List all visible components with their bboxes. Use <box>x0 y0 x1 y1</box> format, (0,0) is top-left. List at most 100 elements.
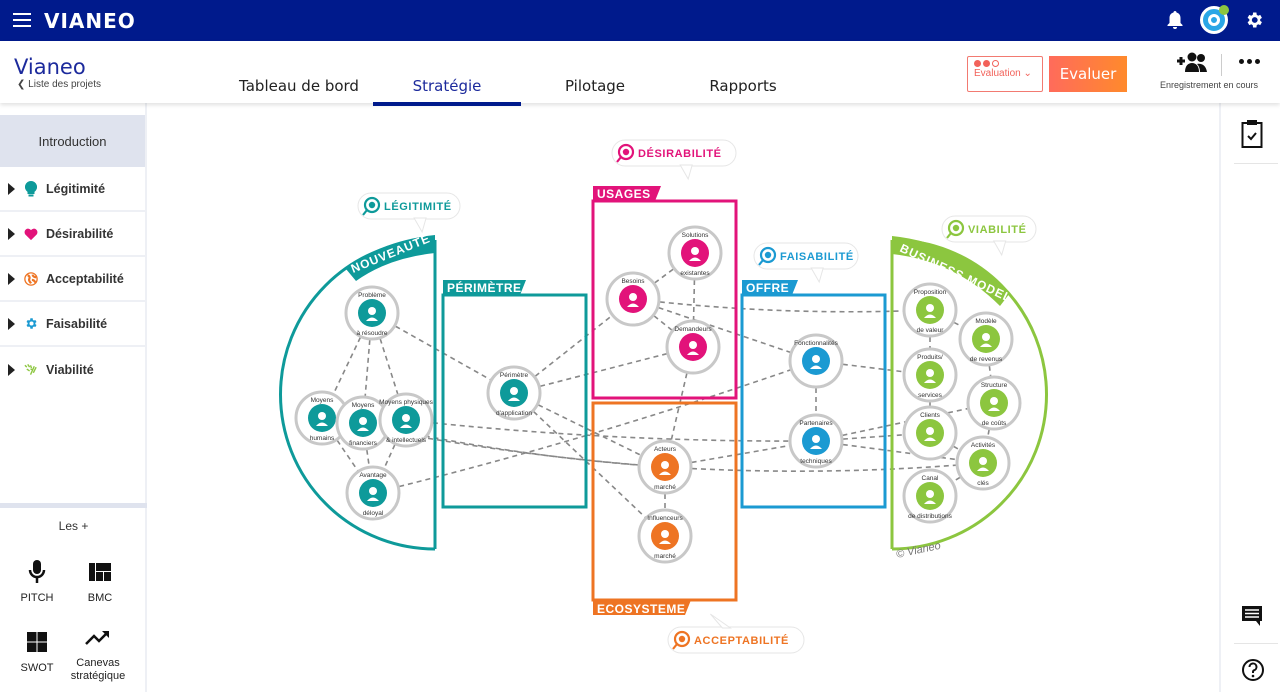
node-moyens_physiques[interactable]: Moyens physiques& intellectuels <box>378 392 434 448</box>
link-moyens_physiques-partenaires <box>405 419 817 442</box>
extras-title: Les + <box>58 519 89 533</box>
node-label-top: Structure <box>981 382 1008 389</box>
node-label-top: Acteurs <box>654 446 677 453</box>
main-tabs: Tableau de bord Stratégie Pilotage Rappo… <box>225 77 817 106</box>
tab-rapports[interactable]: Rapports <box>709 77 777 95</box>
tool-canevas-strategique[interactable]: Canevas stratégique <box>63 623 133 683</box>
node-label-bottom: financiers <box>349 440 378 447</box>
back-to-projects-link[interactable]: ❮ Liste des projets <box>17 79 101 90</box>
viabilite-magnifier-icon <box>947 219 965 237</box>
node-label-top: Problème <box>358 292 386 299</box>
globe-icon <box>24 271 38 286</box>
tool-pitch[interactable]: PITCH <box>2 558 72 604</box>
sidebar-item-legitimite[interactable]: Légitimité <box>0 167 145 212</box>
sidebar-item-introduction[interactable]: Introduction <box>0 115 145 167</box>
node-label-bottom: à résoudre <box>356 330 387 337</box>
evaluate-button[interactable]: Evaluer <box>1049 56 1127 92</box>
link-besoins-solutions <box>632 252 696 300</box>
node-label-top: Clients <box>920 412 941 419</box>
sidebar-item-desirabilite[interactable]: Désirabilité <box>0 212 145 257</box>
bell-icon[interactable] <box>1166 10 1184 30</box>
pillar-desirabilite[interactable]: DÉSIRABILITÉ <box>611 139 737 181</box>
expand-triangle-icon[interactable] <box>8 227 15 240</box>
sidebar-item-viabilite[interactable]: Viabilité <box>0 347 145 392</box>
node-demandeurs[interactable]: Demandeurs <box>665 319 721 375</box>
section-label: USAGES <box>597 187 651 201</box>
pillar-legitimite[interactable]: LÉGITIMITÉ <box>357 192 461 234</box>
node-activites[interactable]: Activités clés <box>955 435 1011 491</box>
section-offre: OFFRE <box>740 280 887 509</box>
node-partenaires[interactable]: Partenaires techniques <box>788 413 844 469</box>
lightbulb-icon <box>24 180 38 196</box>
node-label-top: Solutions <box>682 232 709 239</box>
pillar-viabilite[interactable]: VIABILITÉ <box>941 215 1037 257</box>
tool-swot[interactable]: SWOT <box>2 628 72 674</box>
money-icon <box>24 363 38 377</box>
expand-triangle-icon[interactable] <box>8 317 15 330</box>
project-header: Vianeo ❮ Liste des projets Tableau de bo… <box>0 41 1280 106</box>
gear-icon[interactable] <box>1244 10 1264 30</box>
top-navbar: VIANEO <box>0 0 1280 41</box>
clipboard-check-icon[interactable] <box>1241 119 1263 149</box>
node-label-top: Partenaires <box>799 420 833 427</box>
recording-status: Enregistrement en cours <box>1160 80 1259 90</box>
bubbles-layer: LÉGITIMITÉ DÉSIRABILITÉ FAISABILITÉ VIABILI… <box>357 139 1037 654</box>
node-label-bottom: de revenus <box>970 356 1003 363</box>
expand-triangle-icon[interactable] <box>8 272 15 285</box>
tab-strategie[interactable]: Stratégie <box>373 77 521 106</box>
node-label-bottom: techniques <box>800 458 832 465</box>
pillar-acceptabilite[interactable]: ACCEPTABILITÉ <box>667 613 805 654</box>
node-label-top: Besoins <box>621 278 645 285</box>
divider <box>1221 54 1222 76</box>
node-label-bottom: de distributions <box>908 513 952 520</box>
tool-bmc[interactable]: BMC <box>65 558 135 604</box>
sidebar-item-acceptabilite[interactable]: Acceptabilité <box>0 257 145 302</box>
link-perimetre_app-besoins <box>513 298 634 394</box>
node-acteurs[interactable]: Acteurs marché <box>637 439 693 495</box>
evaluation-select[interactable]: Evaluation ⌄ <box>967 56 1043 92</box>
node-probleme[interactable]: Problème à résoudre <box>344 285 400 341</box>
node-produits[interactable]: Produits/services <box>902 347 958 403</box>
pillar-faisabilite[interactable]: FAISABILITÉ <box>753 242 859 284</box>
node-label-bottom: & intellectuels <box>386 437 427 444</box>
node-label-bottom: marché <box>654 484 676 491</box>
comment-icon[interactable] <box>1241 605 1263 627</box>
node-label-top: Activités <box>971 442 996 449</box>
sidebar-item-faisabilite[interactable]: Faisabilité <box>0 302 145 347</box>
node-label-bottom: clés <box>977 480 989 487</box>
copyright-text: © Vianeo <box>895 540 942 561</box>
expand-triangle-icon[interactable] <box>8 363 15 376</box>
divider <box>1234 163 1278 164</box>
tab-pilotage[interactable]: Pilotage <box>564 77 626 95</box>
node-label-top: Fonctionnalités <box>794 340 838 347</box>
pillar-label: ACCEPTABILITÉ <box>694 634 789 647</box>
brand-logo[interactable]: VIANEO <box>44 9 136 33</box>
section-label: OFFRE <box>746 281 789 295</box>
more-options-icon[interactable] <box>1239 59 1260 64</box>
node-clients[interactable]: Clients <box>902 405 958 461</box>
gear-icon <box>24 317 38 331</box>
section-ecosysteme: ECOSYSTEME <box>591 401 738 616</box>
section-label: ECOSYSTEME <box>597 602 685 616</box>
node-fonctionnalites[interactable]: Fonctionnalités <box>788 333 844 389</box>
add-users-icon[interactable] <box>1175 51 1209 73</box>
section-perimetre: PÉRIMÈTRE <box>441 280 588 509</box>
menu-icon[interactable] <box>13 13 31 27</box>
help-icon[interactable] <box>1241 658 1265 682</box>
avatar[interactable] <box>1200 5 1229 34</box>
node-besoins[interactable]: Besoins <box>605 271 661 327</box>
expand-triangle-icon[interactable] <box>8 182 15 195</box>
tab-tableau-de-bord[interactable]: Tableau de bord <box>239 77 359 95</box>
chevron-down-icon: ⌄ <box>1023 68 1032 79</box>
pillar-label: FAISABILITÉ <box>780 250 854 263</box>
